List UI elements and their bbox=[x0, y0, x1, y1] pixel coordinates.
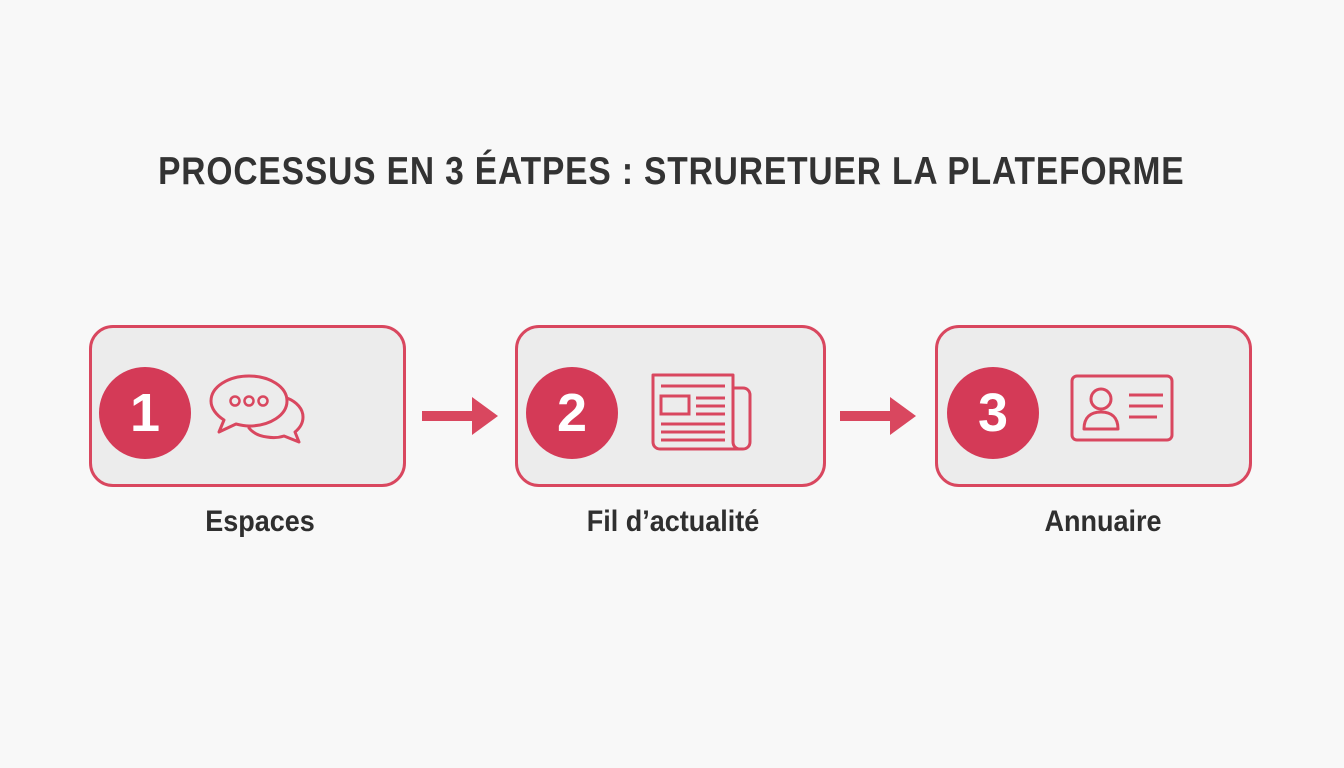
step-2-label: Fil d’actualité bbox=[586, 505, 760, 538]
newspaper-icon bbox=[651, 373, 752, 451]
step-1-number: 1 bbox=[99, 367, 191, 459]
step-2-box: 2 bbox=[515, 325, 826, 487]
step-3-box: 3 bbox=[935, 325, 1252, 487]
chat-bubbles-icon bbox=[209, 374, 305, 444]
step-2-number: 2 bbox=[526, 367, 618, 459]
arrow-right-icon bbox=[422, 397, 498, 435]
step-1-box: 1 bbox=[89, 325, 406, 487]
step-3-label: Annuaire bbox=[1044, 505, 1162, 538]
page-title: PROCESSUS EN 3 ÉATPES : STRURETUER LA PL… bbox=[158, 150, 1185, 193]
step-1-label: Espaces bbox=[205, 505, 315, 538]
arrow-right-icon bbox=[840, 397, 916, 435]
step-3-number: 3 bbox=[947, 367, 1039, 459]
id-card-icon bbox=[1070, 374, 1174, 442]
